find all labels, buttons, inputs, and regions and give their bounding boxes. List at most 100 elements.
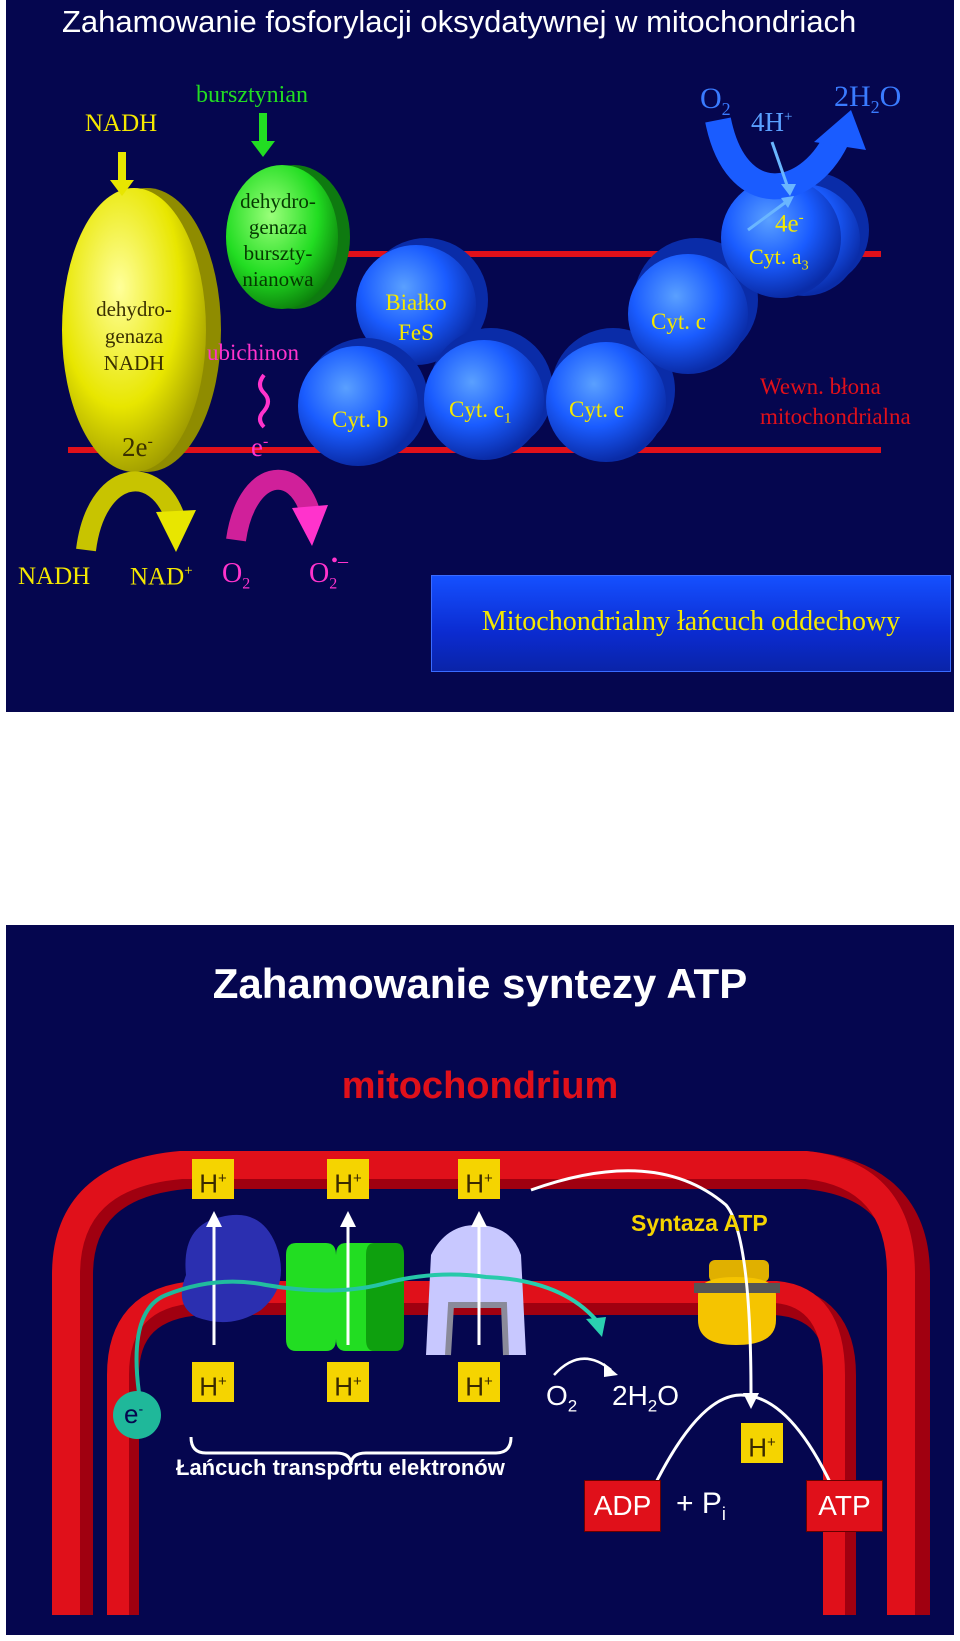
nadh-dehydrogenase	[62, 188, 206, 472]
proton-top-2-text: H	[334, 1168, 353, 1199]
proton-arrow-1-head	[206, 1211, 222, 1227]
proton-bottom-3-plus: +	[484, 1373, 493, 1390]
cyt-a3-subscript: 3	[801, 258, 809, 274]
succinate-dehydrogenase	[226, 165, 338, 309]
phosphate-label: + Pi	[676, 1487, 726, 1525]
water-2-subscript: 2	[647, 1396, 658, 1416]
fes-sphere	[356, 245, 476, 365]
adp-box: ADP	[584, 1480, 661, 1532]
proton-bottom-1-text: H	[199, 1371, 218, 1402]
water-2-post: O	[657, 1380, 680, 1411]
ubiquinone-tail	[258, 373, 270, 429]
electron-transport-chain-label: Łańcuch transportu elektronów	[176, 1455, 505, 1480]
respiratory-chain-panel: Mitochondrialny łańcuch oddechowy	[431, 575, 951, 672]
cyt-c1-label: Cyt. c1	[449, 397, 511, 428]
mitochondrium-label: mitochondrium	[341, 1065, 619, 1107]
superoxide-text: O	[309, 558, 330, 589]
atp-synthase-top	[709, 1260, 769, 1282]
succ-dehydro-line4: nianowa	[242, 267, 314, 291]
oxygen-2-text: O	[546, 1380, 568, 1411]
superoxide-subscript: 2	[329, 575, 338, 593]
water-label-2: 2H2O	[612, 1380, 679, 1417]
proton-bottom-2-plus: +	[353, 1373, 362, 1390]
water-pre: 2H	[834, 80, 871, 113]
electron-label-2: e-	[124, 1399, 143, 1430]
nadh-output-label: NADH	[18, 563, 91, 590]
slide1-title: Zahamowanie fosforylacji oksydatywnej w …	[62, 4, 857, 39]
cyt-a3-sphere	[721, 178, 841, 298]
proton-box-top-1: H+	[192, 1159, 234, 1199]
nad-plus-sign: +	[184, 563, 193, 579]
proton-top-3-text: H	[465, 1168, 484, 1199]
two-electrons-label: 2e-	[122, 432, 153, 463]
succ-dehydro-line3: burszty-	[243, 241, 313, 265]
proton-arrow-3-head	[471, 1211, 487, 1227]
cyt-b-sphere	[298, 346, 418, 466]
h-plus-pointer-head	[781, 184, 796, 196]
succinate-down-arrow-shaft	[259, 113, 267, 143]
outer-membrane-line	[246, 251, 881, 257]
nadh-input-label: NADH	[85, 110, 158, 137]
electron-minus: -	[262, 433, 269, 450]
nadh-down-arrow-head	[110, 180, 134, 196]
nad-text: NAD	[130, 563, 185, 591]
cyt-c1-subscript: 1	[503, 410, 512, 427]
electron-circle	[113, 1391, 161, 1439]
nadh-dehydrogenase-label: dehydro- genaza NADH	[66, 296, 202, 377]
two-e-text: 2e	[122, 432, 148, 462]
electron-pointer	[747, 200, 787, 232]
oxygen-bottom-text: O	[222, 558, 243, 589]
membrane-line2: mitochondrialna	[760, 404, 911, 429]
proton-box-bottom-2: H+	[327, 1362, 369, 1402]
cyt-c1-text: Cyt. c	[449, 397, 504, 422]
cyt-c-upper-label: Cyt. c	[651, 309, 706, 334]
water-label: 2H2O	[834, 80, 901, 118]
cyt-a3-label: Cyt. a3	[749, 244, 809, 274]
cyt-c-high-sphere	[628, 254, 748, 374]
nad-plus-label: NAD+	[130, 563, 193, 591]
phosphate-subscript: i	[721, 1504, 726, 1524]
superoxide-label: O2 •–	[309, 550, 348, 594]
chain-brace	[189, 1436, 513, 1466]
slide-oxidative-phosphorylation: Zahamowanie fosforylacji oksydatywnej w …	[6, 0, 954, 712]
proton-bottom-3-text: H	[465, 1371, 484, 1402]
proton-top-2-plus: +	[353, 1170, 362, 1187]
succinate-down-arrow-head	[251, 141, 275, 157]
succ-dehydro-line1: dehydro-	[240, 189, 316, 213]
ubiquinone-label: ubichinon	[207, 340, 299, 365]
proton-box-bottom-3: H+	[458, 1362, 500, 1402]
electron-label: e-	[251, 432, 268, 463]
nadh-dehydro-line3: NADH	[103, 351, 165, 375]
proton-arrow-2-head	[340, 1211, 356, 1227]
phosphate-text: + P	[676, 1487, 722, 1520]
proton-top-1-text: H	[199, 1168, 218, 1199]
atp-synthase-band	[694, 1283, 780, 1293]
cyt-c-lower-label: Cyt. c	[569, 397, 624, 422]
four-electrons-label: 4e-	[775, 210, 804, 238]
atp-synthase-body	[698, 1277, 776, 1345]
electron-path	[134, 1272, 598, 1394]
electron-2-text: e	[124, 1399, 139, 1429]
water-formation-arrow	[705, 117, 848, 200]
nadh-dehydro-line2: genaza	[104, 324, 164, 348]
oxygen-2-subscript: 2	[567, 1396, 578, 1416]
outer-membrane	[52, 1151, 915, 1615]
oxygen-text: O	[700, 82, 722, 115]
complex-three-block-a	[286, 1243, 336, 1351]
superoxide-radical-mark: •–	[331, 550, 349, 572]
oxygen-bottom-subscript: 2	[242, 575, 251, 593]
electron-pointer-head	[781, 196, 794, 208]
superoxide-curved-arrow-head	[292, 505, 328, 546]
oxygen-bottom-label: O2	[222, 558, 250, 594]
proton-return-arrow	[530, 1169, 753, 1396]
complex-four-shape	[426, 1225, 526, 1355]
proton-box-synthase: H+	[741, 1423, 783, 1463]
four-h-text: 4H	[751, 107, 784, 137]
proton-top-1-plus: +	[218, 1170, 227, 1187]
fes-protein-label: Białko FeS	[366, 288, 466, 348]
cyt-b-label: Cyt. b	[332, 407, 389, 432]
nadh-curved-arrow	[76, 471, 186, 552]
atp-box: ATP	[806, 1480, 883, 1532]
proton-top-3-plus: +	[484, 1170, 493, 1187]
inner-membrane-label: Wewn. błona mitochondrialna	[760, 372, 911, 432]
